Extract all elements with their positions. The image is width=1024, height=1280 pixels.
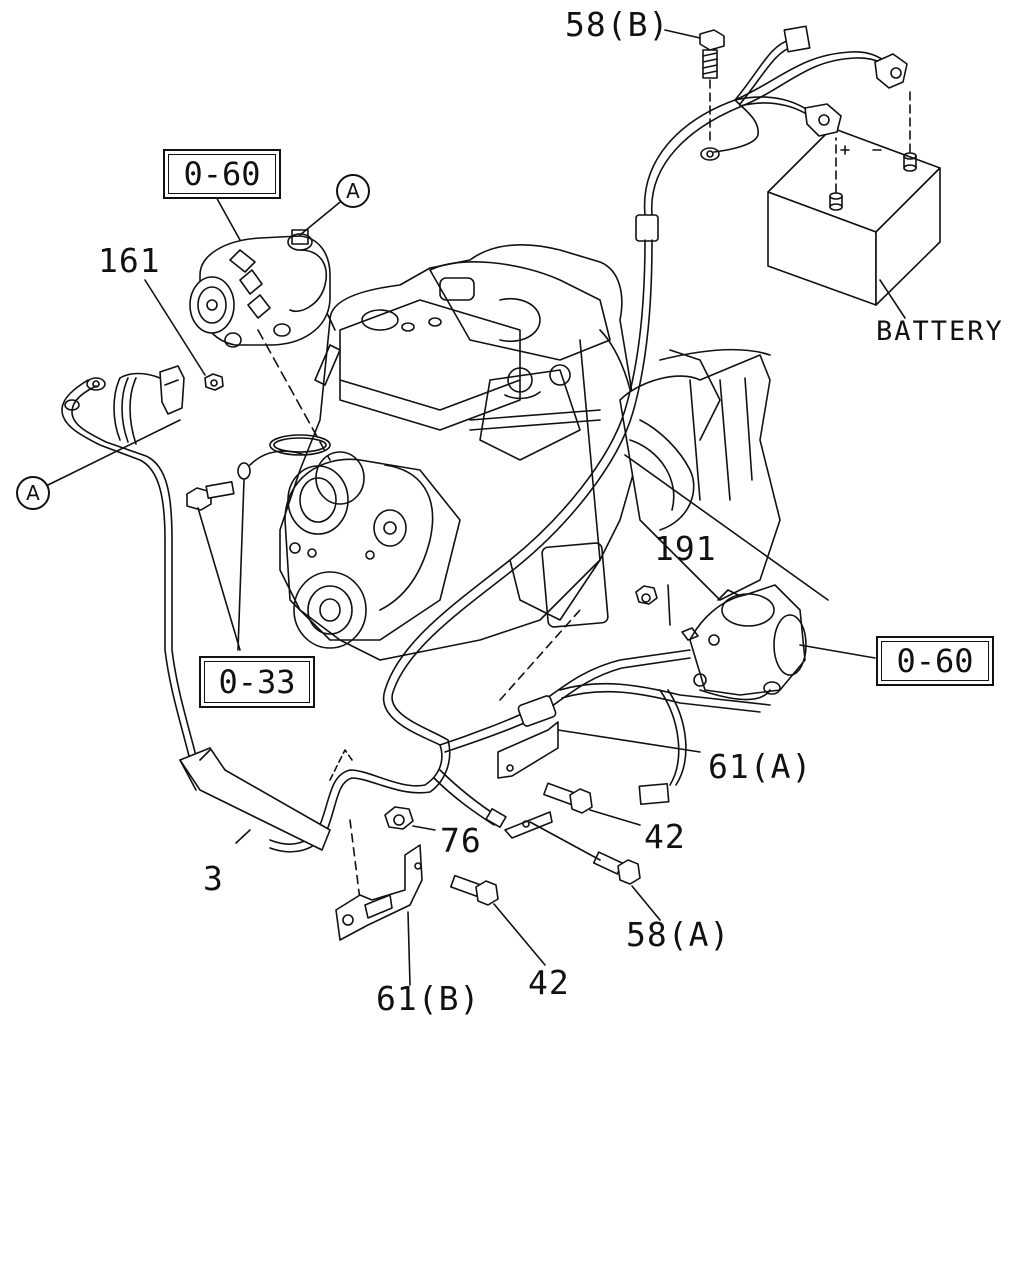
part-label-42-upper: 42 [644,817,686,856]
leader-lines [235,829,251,844]
alternator-harness [47,279,224,761]
part-label-42-lower: 42 [528,963,570,1002]
ref-box-bracket-text: 0-33 [204,661,310,703]
ref-box-bracket: 0-33 [199,656,315,708]
part-label-61a: 61(A) [708,747,813,786]
battery-label: BATTERY [876,316,1004,347]
battery-drawing [767,89,941,319]
transmission-drawing [619,348,829,601]
starter-drawing [635,584,876,701]
main-harness-3 [179,239,771,901]
ref-box-starter-text: 0-60 [881,641,989,681]
connector-tag-top: A [336,174,370,208]
bracket-bolt [186,462,251,651]
battery-cables [635,25,908,242]
connector-tag-left: A [16,476,50,510]
bolt-58a [529,821,661,921]
part-label-3: 3 [203,859,224,898]
bolt-58b [664,29,725,79]
part-label-161: 161 [98,241,161,280]
ref-box-alternator-text: 0-60 [168,154,276,194]
part-label-191: 191 [654,529,717,568]
part-label-61b: 61(B) [376,979,481,1018]
part-label-58a: 58(A) [626,915,731,954]
bracket-61b [329,749,423,986]
bracket-61a [497,721,701,839]
alternator-drawing [189,194,346,461]
part-label-76: 76 [440,821,482,860]
ref-box-alternator: 0-60 [163,149,281,199]
engine-drawing [279,244,641,661]
bolt-42-upper [543,782,641,826]
ref-box-starter: 0-60 [876,636,994,686]
bolt-42-lower [449,874,546,966]
part-label-58b: 58(B) [565,5,670,44]
gasket-ring [249,434,331,466]
nut-76 [384,806,436,831]
